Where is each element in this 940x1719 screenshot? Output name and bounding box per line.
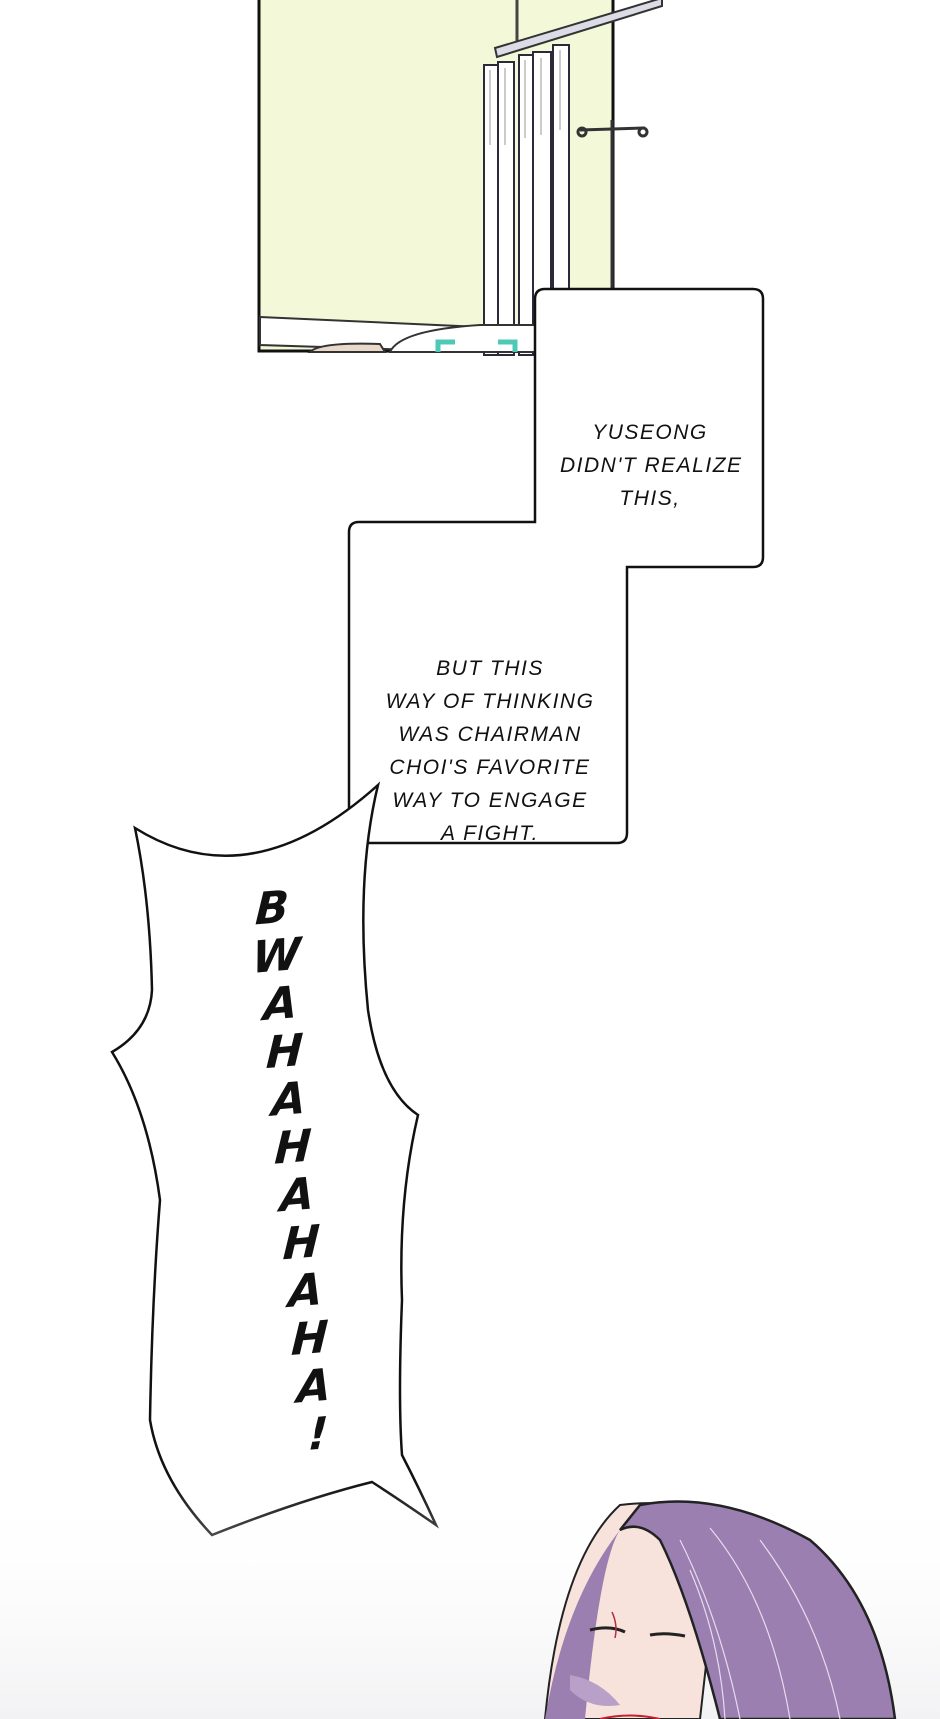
caption-line: was Chairman (398, 723, 582, 746)
caption-2: But this way of thinking was Chairman Ch… (370, 652, 610, 850)
caption-line: Yuseong (592, 421, 708, 444)
caption-line: didn't realize (560, 454, 743, 477)
iv-stand (576, 120, 649, 320)
bed-rail (259, 315, 561, 354)
sfx-letter: ! (306, 1407, 330, 1461)
sfx-letter: B (254, 881, 291, 936)
caption-box-outline (347, 287, 765, 845)
caption-line: this, (619, 487, 681, 510)
caption-line: way to engage (392, 789, 588, 812)
caption-line: Choi's favorite (389, 756, 591, 779)
sfx-letter: A (278, 1168, 316, 1223)
caption-line: way of thinking (385, 690, 595, 713)
sfx-letter: H (290, 1311, 330, 1367)
sfx-letter: W (250, 928, 302, 985)
caption-1: Yuseong didn't realize this, (560, 416, 743, 515)
sfx-letter: A (262, 976, 299, 1032)
sfx-letter: H (281, 1215, 322, 1271)
sfx-letter: A (295, 1359, 333, 1414)
caption-line: a fight. (441, 822, 539, 845)
sfx-letter: H (264, 1024, 305, 1080)
laughing-old-man (543, 1500, 897, 1719)
caption-line: But this (436, 657, 544, 680)
sfx-letter: H (273, 1120, 313, 1175)
sfx-letter: A (270, 1072, 308, 1127)
ceiling-curtain-rail (483, 0, 663, 356)
sfx-letter: A (287, 1263, 324, 1319)
